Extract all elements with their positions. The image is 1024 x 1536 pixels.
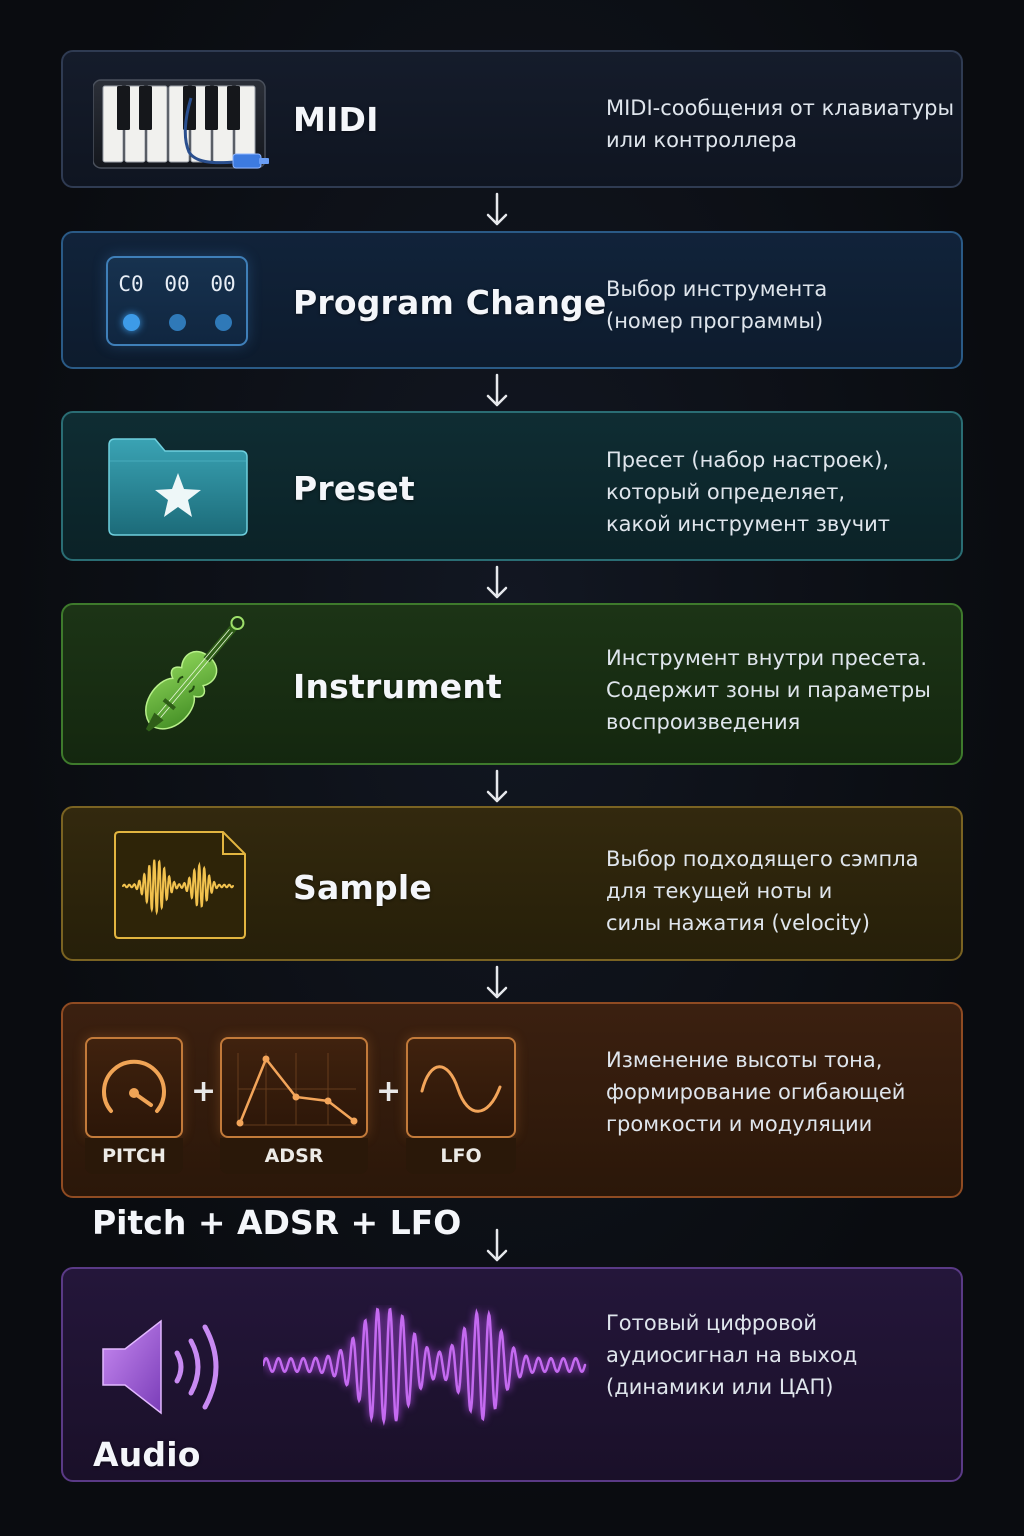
pitch-label: PITCH [85, 1138, 183, 1174]
preset-desc-line: какой инструмент звучит [606, 512, 890, 536]
lfo-sine-icon [420, 1065, 502, 1113]
pitch-knob-icon [102, 1059, 166, 1113]
modulation-desc-line: громкости и модуляции [606, 1112, 873, 1136]
preset-title: Preset [293, 469, 415, 508]
program-change-title: Program Change [293, 283, 607, 322]
sample-desc-line: для текущей ноты и [606, 879, 833, 903]
midi-desc-line: MIDI-сообщения от клавиатуры [606, 96, 955, 120]
step-preset: Preset Пресет (набор настроек), который … [61, 411, 963, 561]
adsr-envelope-icon [236, 1053, 358, 1127]
indicator-dot [214, 314, 232, 331]
modulation-description: Изменение высоты тона, формирование огиб… [606, 1044, 905, 1140]
step-program-change: C0 00 00 Program Change Выбор инструмент… [61, 231, 963, 369]
modulation-desc-line: формирование огибающей [606, 1080, 906, 1104]
instrument-description: Инструмент внутри пресета. Содержит зоны… [606, 642, 931, 738]
pitch-module [85, 1037, 183, 1138]
midi-byte-data2: 00 [210, 272, 236, 296]
arrow-down-icon [486, 769, 508, 803]
arrow-down-icon [486, 565, 508, 599]
instrument-desc-line: воспроизведения [606, 710, 801, 734]
midi-title: MIDI [293, 100, 379, 139]
plus-sign: + [191, 1074, 217, 1109]
midi-description: MIDI-сообщения от клавиатуры или контрол… [606, 92, 954, 156]
indicator-dot [168, 314, 186, 331]
step-instrument: Instrument Инструмент внутри пресета. Со… [61, 603, 963, 765]
step-sample: Sample Выбор подходящего сэмпла для теку… [61, 806, 963, 961]
speaker-icon [102, 1319, 219, 1415]
waveform-file-icon [114, 831, 246, 939]
midi-byte-status: C0 [118, 272, 144, 296]
star-folder-icon [108, 438, 248, 536]
preset-desc-line: Пресет (набор настроек), [606, 448, 890, 472]
arrow-down-icon [486, 373, 508, 407]
audio-description: Готовый цифровой аудиосигнал на выход (д… [606, 1307, 857, 1403]
audio-desc-line: аудиосигнал на выход [606, 1343, 858, 1367]
violin-icon [145, 615, 245, 732]
lfo-module [406, 1037, 516, 1138]
adsr-module [220, 1037, 368, 1138]
program-desc-line: (номер программы) [606, 309, 824, 333]
midi-message-icon: C0 00 00 [106, 256, 248, 346]
audio-title: Audio [93, 1435, 201, 1474]
instrument-title: Instrument [293, 667, 502, 706]
preset-description: Пресет (набор настроек), который определ… [606, 444, 890, 540]
plus-sign: + [376, 1074, 402, 1109]
step-midi: MIDI MIDI-сообщения от клавиатуры или ко… [61, 50, 963, 188]
audio-desc-line: (динамики или ЦАП) [606, 1375, 834, 1399]
instrument-desc-line: Инструмент внутри пресета. [606, 646, 928, 670]
step-modulation: PITCH + ADSR + [61, 1002, 963, 1198]
sample-title: Sample [293, 868, 432, 907]
audio-waveform-icon [263, 1307, 587, 1426]
program-desc-line: Выбор инструмента [606, 277, 828, 301]
audio-desc-line: Готовый цифровой [606, 1311, 817, 1335]
program-change-description: Выбор инструмента (номер программы) [606, 273, 827, 337]
arrow-down-icon [486, 192, 508, 226]
sample-desc-line: силы нажатия (velocity) [606, 911, 870, 935]
modulation-chain-label: Pitch + ADSR + LFO [92, 1203, 462, 1242]
modulation-desc-line: Изменение высоты тона, [606, 1048, 883, 1072]
arrow-down-icon [486, 965, 508, 999]
lfo-label: LFO [406, 1138, 516, 1174]
midi-byte-data1: 00 [164, 272, 190, 296]
adsr-label: ADSR [220, 1138, 368, 1174]
midi-desc-line: или контроллера [606, 128, 798, 152]
arrow-down-icon [486, 1228, 508, 1262]
sample-desc-line: Выбор подходящего сэмпла [606, 847, 919, 871]
instrument-desc-line: Содержит зоны и параметры [606, 678, 931, 702]
midi-keyboard-icon [93, 79, 269, 169]
preset-desc-line: который определяет, [606, 480, 845, 504]
step-audio: Audio Готовый цифровой аудиосигнал на вы… [61, 1267, 963, 1482]
sample-description: Выбор подходящего сэмпла для текущей нот… [606, 843, 919, 939]
indicator-dot [122, 314, 140, 331]
